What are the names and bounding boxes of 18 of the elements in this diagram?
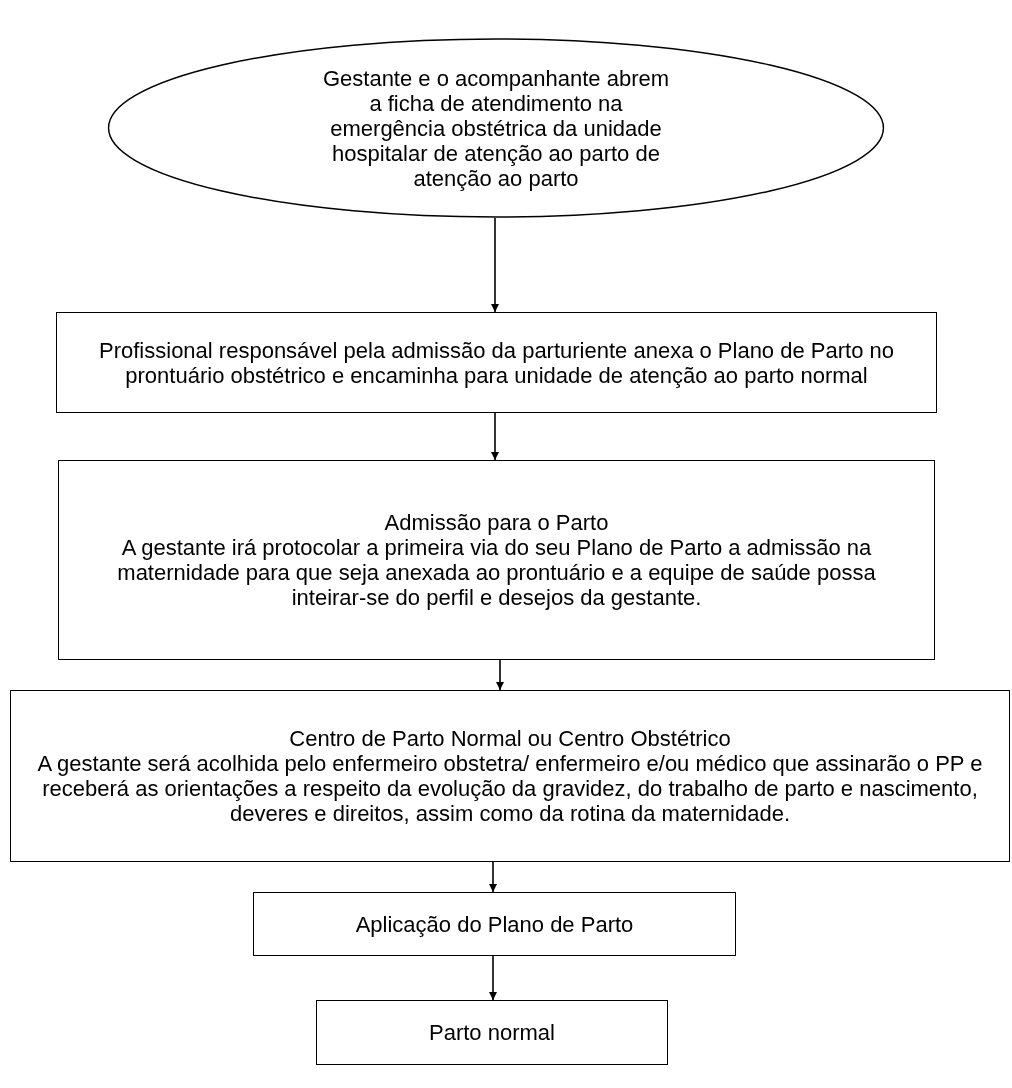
- arrow: [489, 955, 497, 1001]
- process-box: [56, 312, 937, 413]
- box-text: Parto normal: [429, 1020, 555, 1045]
- box-text: A gestante irá protocolar a primeira via do seu Plano de Parto a admissão na maternidade para que seja anexada ao prontuário e a equipe de saúde possa inteirar-se do perfil e desejos da gestante.: [116, 535, 877, 610]
- box-text: Gestante e o acompanhante abrem a ficha de atendimento na emergência obstétrica da unidade hospitalar de atenção ao parto de atenção ao parto: [322, 65, 670, 191]
- process-box: [316, 1000, 668, 1065]
- arrow: [491, 217, 499, 313]
- process-box: [10, 690, 1010, 862]
- arrow: [496, 659, 504, 691]
- process-box: [58, 460, 935, 660]
- box-text: Profissional responsável pela admissão da parturiente anexa o Plano de Parto no prontuário obstétrico e encaminha para unidade de atenção ao parto normal: [98, 337, 895, 388]
- box-text: A gestante será acolhida pelo enfermeiro obstetra/ enfermeiro e/ou médico que assinarão o PP e receberá as orientações a respeito da evolução da gravidez, do trabalho de parto e nascimento, deveres e direitos, assim como da rotina da maternidade.: [36, 751, 984, 826]
- arrow: [489, 861, 497, 893]
- box-heading: Admissão para o Parto: [384, 510, 609, 535]
- arrow: [491, 412, 499, 461]
- box-text: Aplicação do Plano de Parto: [355, 911, 634, 937]
- box-heading: Centro de Parto Normal ou Centro Obstétrico: [289, 726, 731, 751]
- process-box: [253, 892, 736, 956]
